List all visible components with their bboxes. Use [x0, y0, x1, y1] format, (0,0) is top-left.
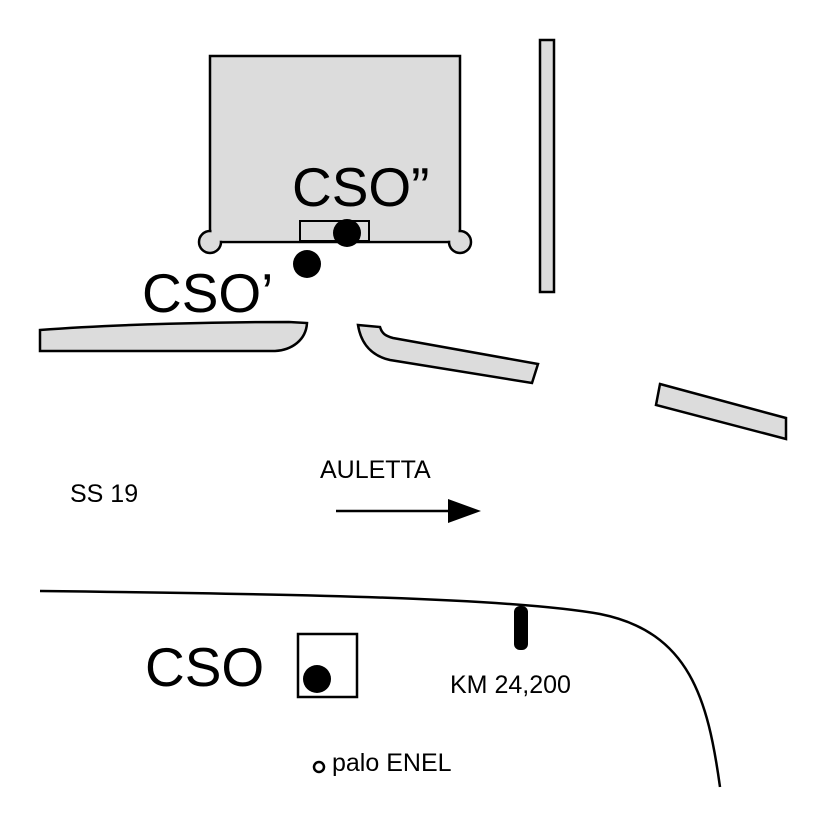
wall	[538, 38, 556, 294]
road-label: SS 19	[70, 480, 139, 508]
cso-double-label: CSO”	[292, 156, 430, 218]
cso-label: CSO	[145, 636, 265, 698]
cso-single-point	[293, 250, 321, 278]
building-body	[208, 54, 462, 244]
direction-arrow	[336, 499, 481, 523]
km-marker-post	[514, 606, 528, 650]
cso-point	[303, 665, 331, 693]
kerb-left	[38, 320, 309, 353]
direction-arrow-head	[448, 499, 481, 523]
kerb-middle	[356, 323, 540, 385]
building-inlet-box	[299, 220, 370, 242]
cso-double-point	[333, 219, 361, 247]
cso-single-label: CSO’	[142, 262, 274, 324]
pole-point	[312, 760, 326, 774]
cso-chamber	[296, 632, 359, 699]
km-marker-label: KM 24,200	[450, 671, 571, 699]
road-edge-south	[39, 589, 722, 788]
pole-label: palo ENEL	[332, 749, 452, 777]
kerb-right	[654, 382, 788, 441]
building	[197, 54, 473, 255]
direction-label: AULETTA	[320, 456, 431, 484]
